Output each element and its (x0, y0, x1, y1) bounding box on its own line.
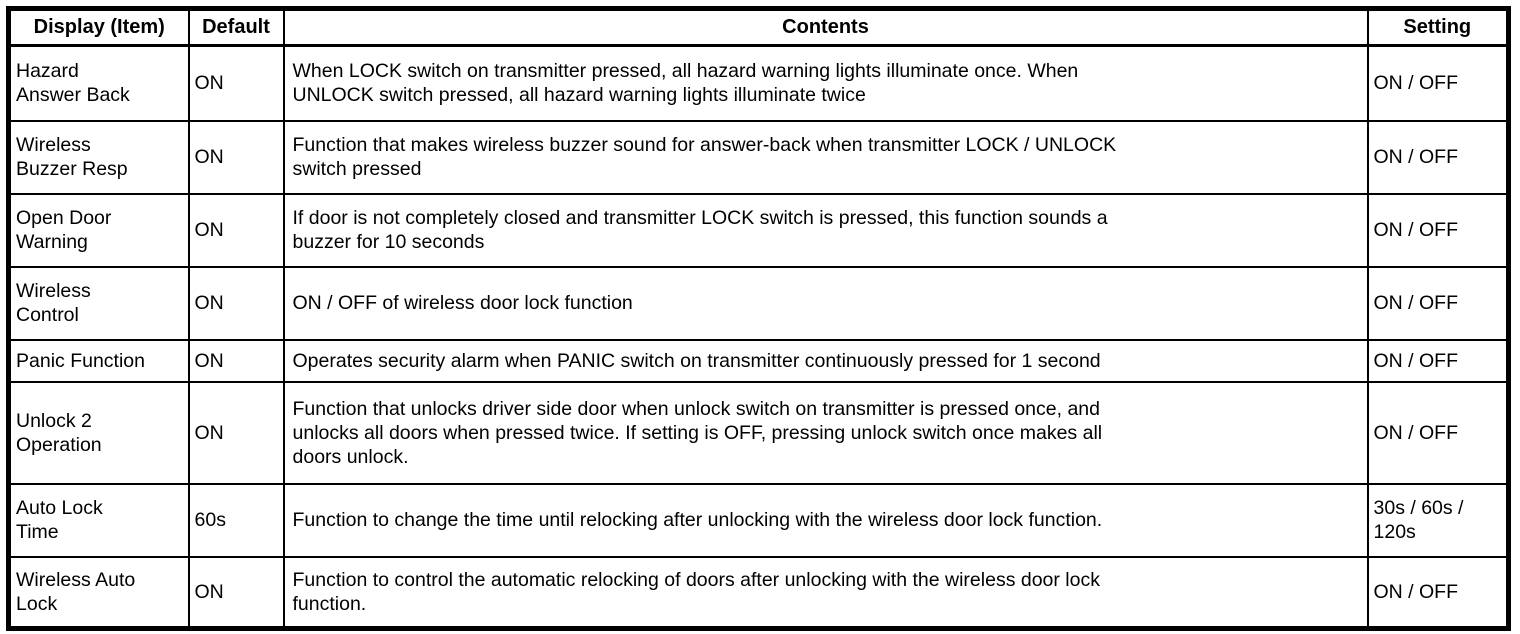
contents-cell: ON / OFF of wireless door lock function (282, 265, 1369, 341)
header-contents: Contents (282, 7, 1369, 47)
item-cell: Wireless Control (7, 265, 190, 341)
setting-cell: ON / OFF (1366, 119, 1510, 195)
default-cell: ON (187, 192, 285, 268)
table-row: Panic Function ON Operates security alar… (7, 338, 1510, 383)
item-cell: Wireless Buzzer Resp (7, 119, 190, 195)
header-display-item: Display (Item) (7, 7, 190, 47)
table-row: Wireless Auto Lock ON Function to contro… (7, 555, 1510, 630)
setting-cell: ON / OFF (1366, 555, 1510, 630)
default-cell: ON (187, 555, 285, 630)
default-cell: ON (187, 44, 285, 122)
setting-cell: ON / OFF (1366, 265, 1510, 341)
contents-cell: Function to change the time until relock… (282, 482, 1369, 558)
item-cell: Panic Function (7, 338, 190, 383)
header-setting: Setting (1366, 7, 1510, 47)
table-row: Wireless Control ON ON / OFF of wireless… (7, 265, 1510, 341)
table-row: Wireless Buzzer Resp ON Function that ma… (7, 119, 1510, 195)
wireless-door-lock-settings-table: Display (Item) Default Contents Setting … (6, 6, 1511, 631)
item-cell: Wireless Auto Lock (7, 555, 190, 630)
setting-cell: ON / OFF (1366, 338, 1510, 383)
contents-cell: Function to control the automatic relock… (282, 555, 1369, 630)
setting-cell: ON / OFF (1366, 192, 1510, 268)
default-cell: ON (187, 265, 285, 341)
contents-cell: Function that makes wireless buzzer soun… (282, 119, 1369, 195)
contents-cell: Function that unlocks driver side door w… (282, 380, 1369, 485)
table-row: Hazard Answer Back ON When LOCK switch o… (7, 44, 1510, 122)
table-row: Open Door Warning ON If door is not comp… (7, 192, 1510, 268)
default-cell: 60s (187, 482, 285, 558)
setting-cell: 30s / 60s / 120s (1366, 482, 1510, 558)
default-cell: ON (187, 380, 285, 485)
item-cell: Unlock 2 Operation (7, 380, 190, 485)
contents-cell: When LOCK switch on transmitter pressed,… (282, 44, 1369, 122)
header-default: Default (187, 7, 285, 47)
table-row: Auto Lock Time 60s Function to change th… (7, 482, 1510, 558)
item-cell: Hazard Answer Back (7, 44, 190, 122)
default-cell: ON (187, 119, 285, 195)
setting-cell: ON / OFF (1366, 44, 1510, 122)
item-cell: Open Door Warning (7, 192, 190, 268)
setting-cell: ON / OFF (1366, 380, 1510, 485)
contents-cell: If door is not completely closed and tra… (282, 192, 1369, 268)
contents-cell: Operates security alarm when PANIC switc… (282, 338, 1369, 383)
default-cell: ON (187, 338, 285, 383)
header-row: Display (Item) Default Contents Setting (7, 7, 1510, 47)
item-cell: Auto Lock Time (7, 482, 190, 558)
table-row: Unlock 2 Operation ON Function that unlo… (7, 380, 1510, 485)
